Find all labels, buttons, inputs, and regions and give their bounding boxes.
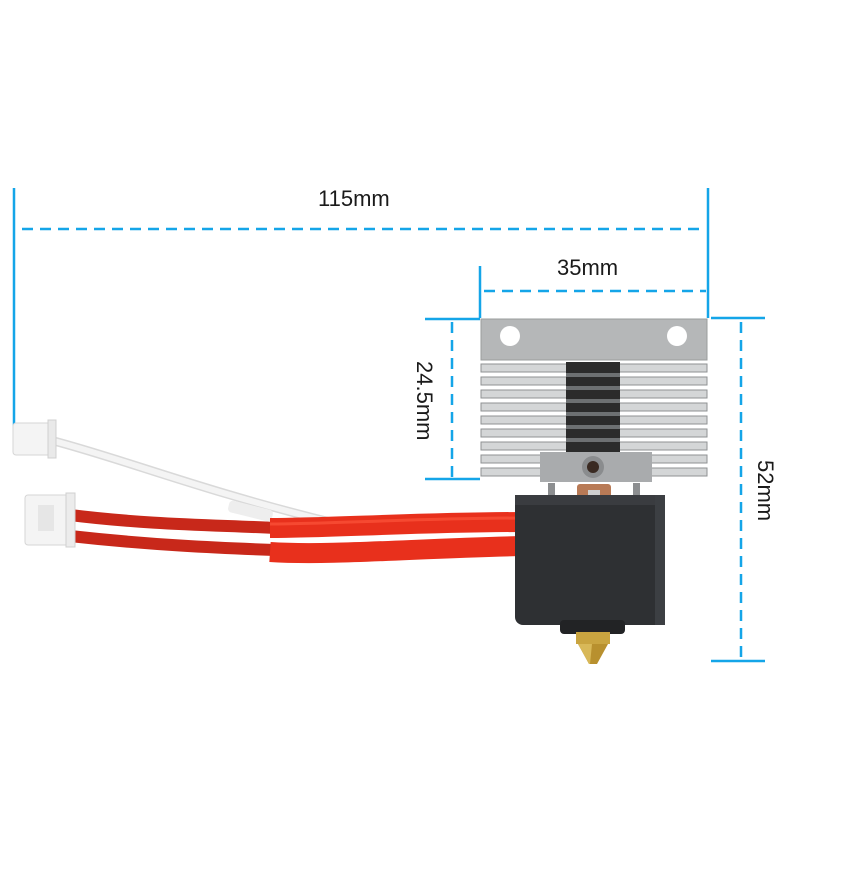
dimension-52mm	[711, 316, 765, 663]
heater-cable	[69, 509, 526, 564]
thermistor-connector	[12, 419, 57, 459]
thermistor-cable	[45, 435, 335, 527]
label-52mm: 52mm	[753, 460, 778, 522]
label-24-5mm: 24.5mm	[412, 361, 437, 441]
heater-block	[515, 495, 665, 634]
dimension-35mm	[478, 266, 706, 318]
dimension-115mm	[12, 188, 710, 436]
label-115mm: 115mm	[318, 186, 390, 211]
nozzle	[576, 632, 610, 664]
dimension-24-5mm	[425, 317, 480, 481]
heatsink	[480, 318, 708, 482]
heater-connector	[24, 492, 76, 548]
label-35mm: 35mm	[557, 255, 619, 280]
